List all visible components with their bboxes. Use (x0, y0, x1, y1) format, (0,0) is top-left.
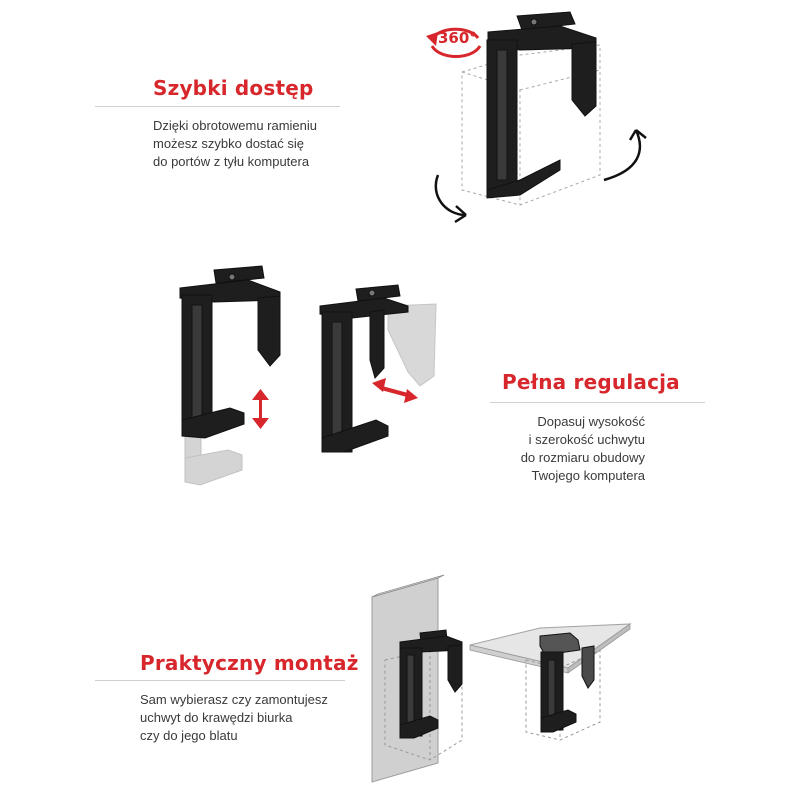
horizontal-arrow-icon (372, 378, 418, 403)
bracket-ghost-lower (184, 424, 243, 486)
pc-outline-side (384, 644, 463, 761)
bracket-ghost-side (387, 303, 437, 387)
bracket-width-adjust (319, 284, 437, 453)
section-2-line-2: i szerokość uchwytu (528, 432, 645, 447)
bracket-height-adjust (179, 265, 281, 486)
section-2-line-4: Twojego komputera (531, 468, 645, 483)
section-3-divider (95, 680, 345, 681)
bracket-black (486, 11, 597, 199)
curved-arrow-left-icon (434, 174, 467, 217)
section-2-line-1: Dopasuj wysokość (537, 414, 645, 429)
rotation-badge: 360° (438, 29, 477, 47)
vertical-arrow-icon (252, 389, 269, 429)
section-3-description: Sam wybierasz czy zamontujesz uchwyt do … (140, 691, 328, 745)
section-1-divider (95, 106, 340, 107)
section-1-title: Szybki dostęp (153, 76, 314, 100)
section-3-line-1: Sam wybierasz czy zamontujesz (140, 692, 328, 707)
section-3-line-2: uchwyt do krawędzi biurka (140, 710, 293, 725)
bracket-side-mount (399, 629, 463, 739)
rotation-360-icon (426, 27, 482, 58)
section-2-description: Dopasuj wysokość i szerokość uchwytu do … (460, 413, 645, 485)
section-1-line-3: do portów z tyłu komputera (153, 154, 310, 169)
section-3-line-3: czy do jego blatu (140, 728, 238, 743)
curved-arrow-right-icon (603, 129, 641, 182)
section-1-line-2: możesz szybko dostać się (153, 136, 305, 151)
section-1-line-1: Dzięki obrotowemu ramieniu (153, 118, 318, 133)
bracket-under-mount (539, 632, 595, 733)
section-2-line-3: do rozmiaru obudowy (520, 450, 645, 465)
section-2-divider (490, 402, 705, 403)
section-2-title: Pełna regulacja (502, 370, 680, 394)
section-1-description: Dzięki obrotowemu ramieniu możesz szybko… (153, 117, 317, 171)
section-3-title: Praktyczny montaż (140, 651, 359, 675)
